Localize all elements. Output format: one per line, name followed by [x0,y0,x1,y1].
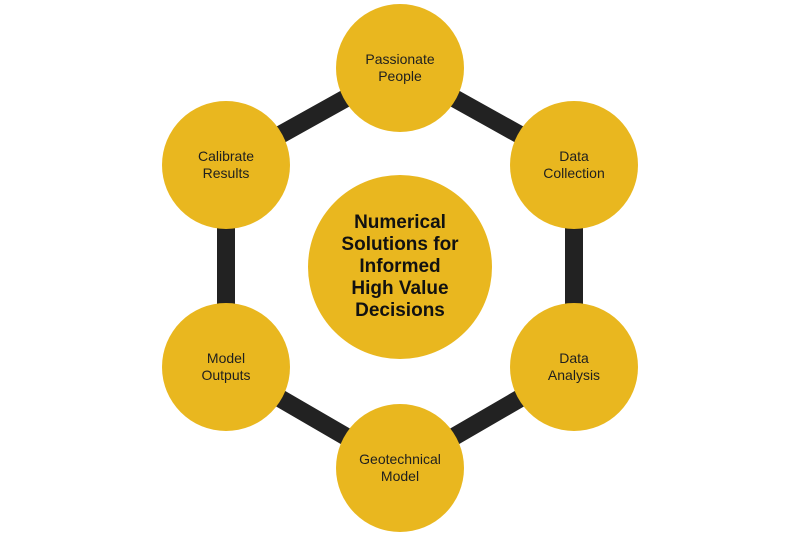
node-calibrate-results: Calibrate Results [162,101,290,229]
node-model-outputs: Model Outputs [162,303,290,431]
node-data-collection: Data Collection [510,101,638,229]
node-geotechnical-model: Geotechnical Model [336,404,464,532]
center-circle-label: Numerical Solutions for Informed High Va… [308,175,492,359]
node-passionate-people: Passionate People [336,4,464,132]
node-data-analysis: Data Analysis [510,303,638,431]
